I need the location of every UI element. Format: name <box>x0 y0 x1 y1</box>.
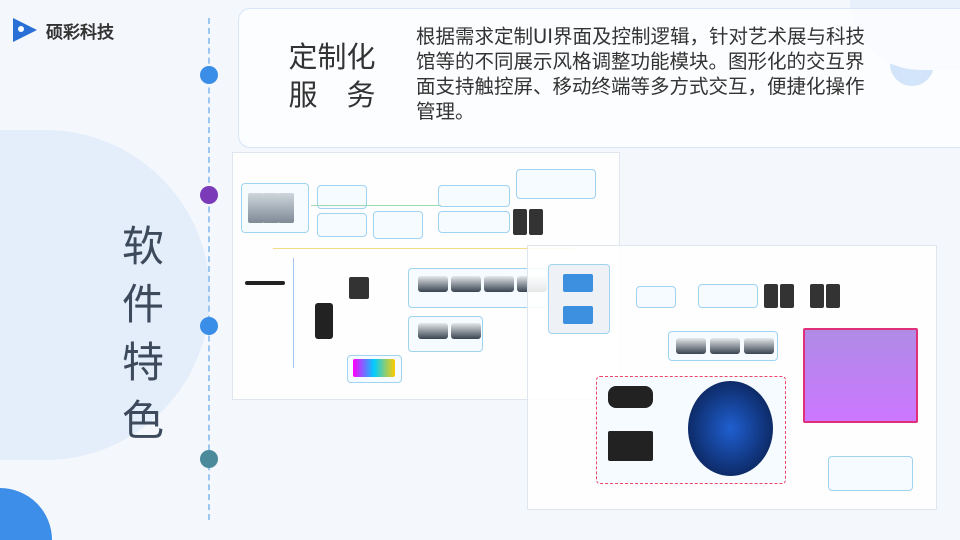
card-title-line: 服 务 <box>288 78 376 112</box>
timeline-dot[interactable] <box>200 450 218 468</box>
brand-name: 硕彩科技 <box>46 22 114 43</box>
timeline-line <box>208 18 210 520</box>
feature-card <box>238 8 960 148</box>
timeline-dot[interactable] <box>200 186 218 204</box>
bg-circle <box>0 130 210 460</box>
timeline-dot[interactable] <box>200 66 218 84</box>
timeline-dot[interactable] <box>200 317 218 335</box>
play-logo-icon <box>13 18 37 42</box>
card-description: 根据需求定制UI界面及控制逻辑，针对艺术展与科技馆等的不同展示风格调整功能模块。… <box>416 25 866 123</box>
section-title: 软件特色 <box>121 222 164 445</box>
bg-circle <box>0 488 52 540</box>
system-diagram-right <box>527 245 937 510</box>
brand-logo: 硕彩科技 <box>12 17 114 43</box>
card-title: 定制化 服 务 <box>282 38 382 114</box>
card-title-line: 定制化 <box>288 40 376 74</box>
